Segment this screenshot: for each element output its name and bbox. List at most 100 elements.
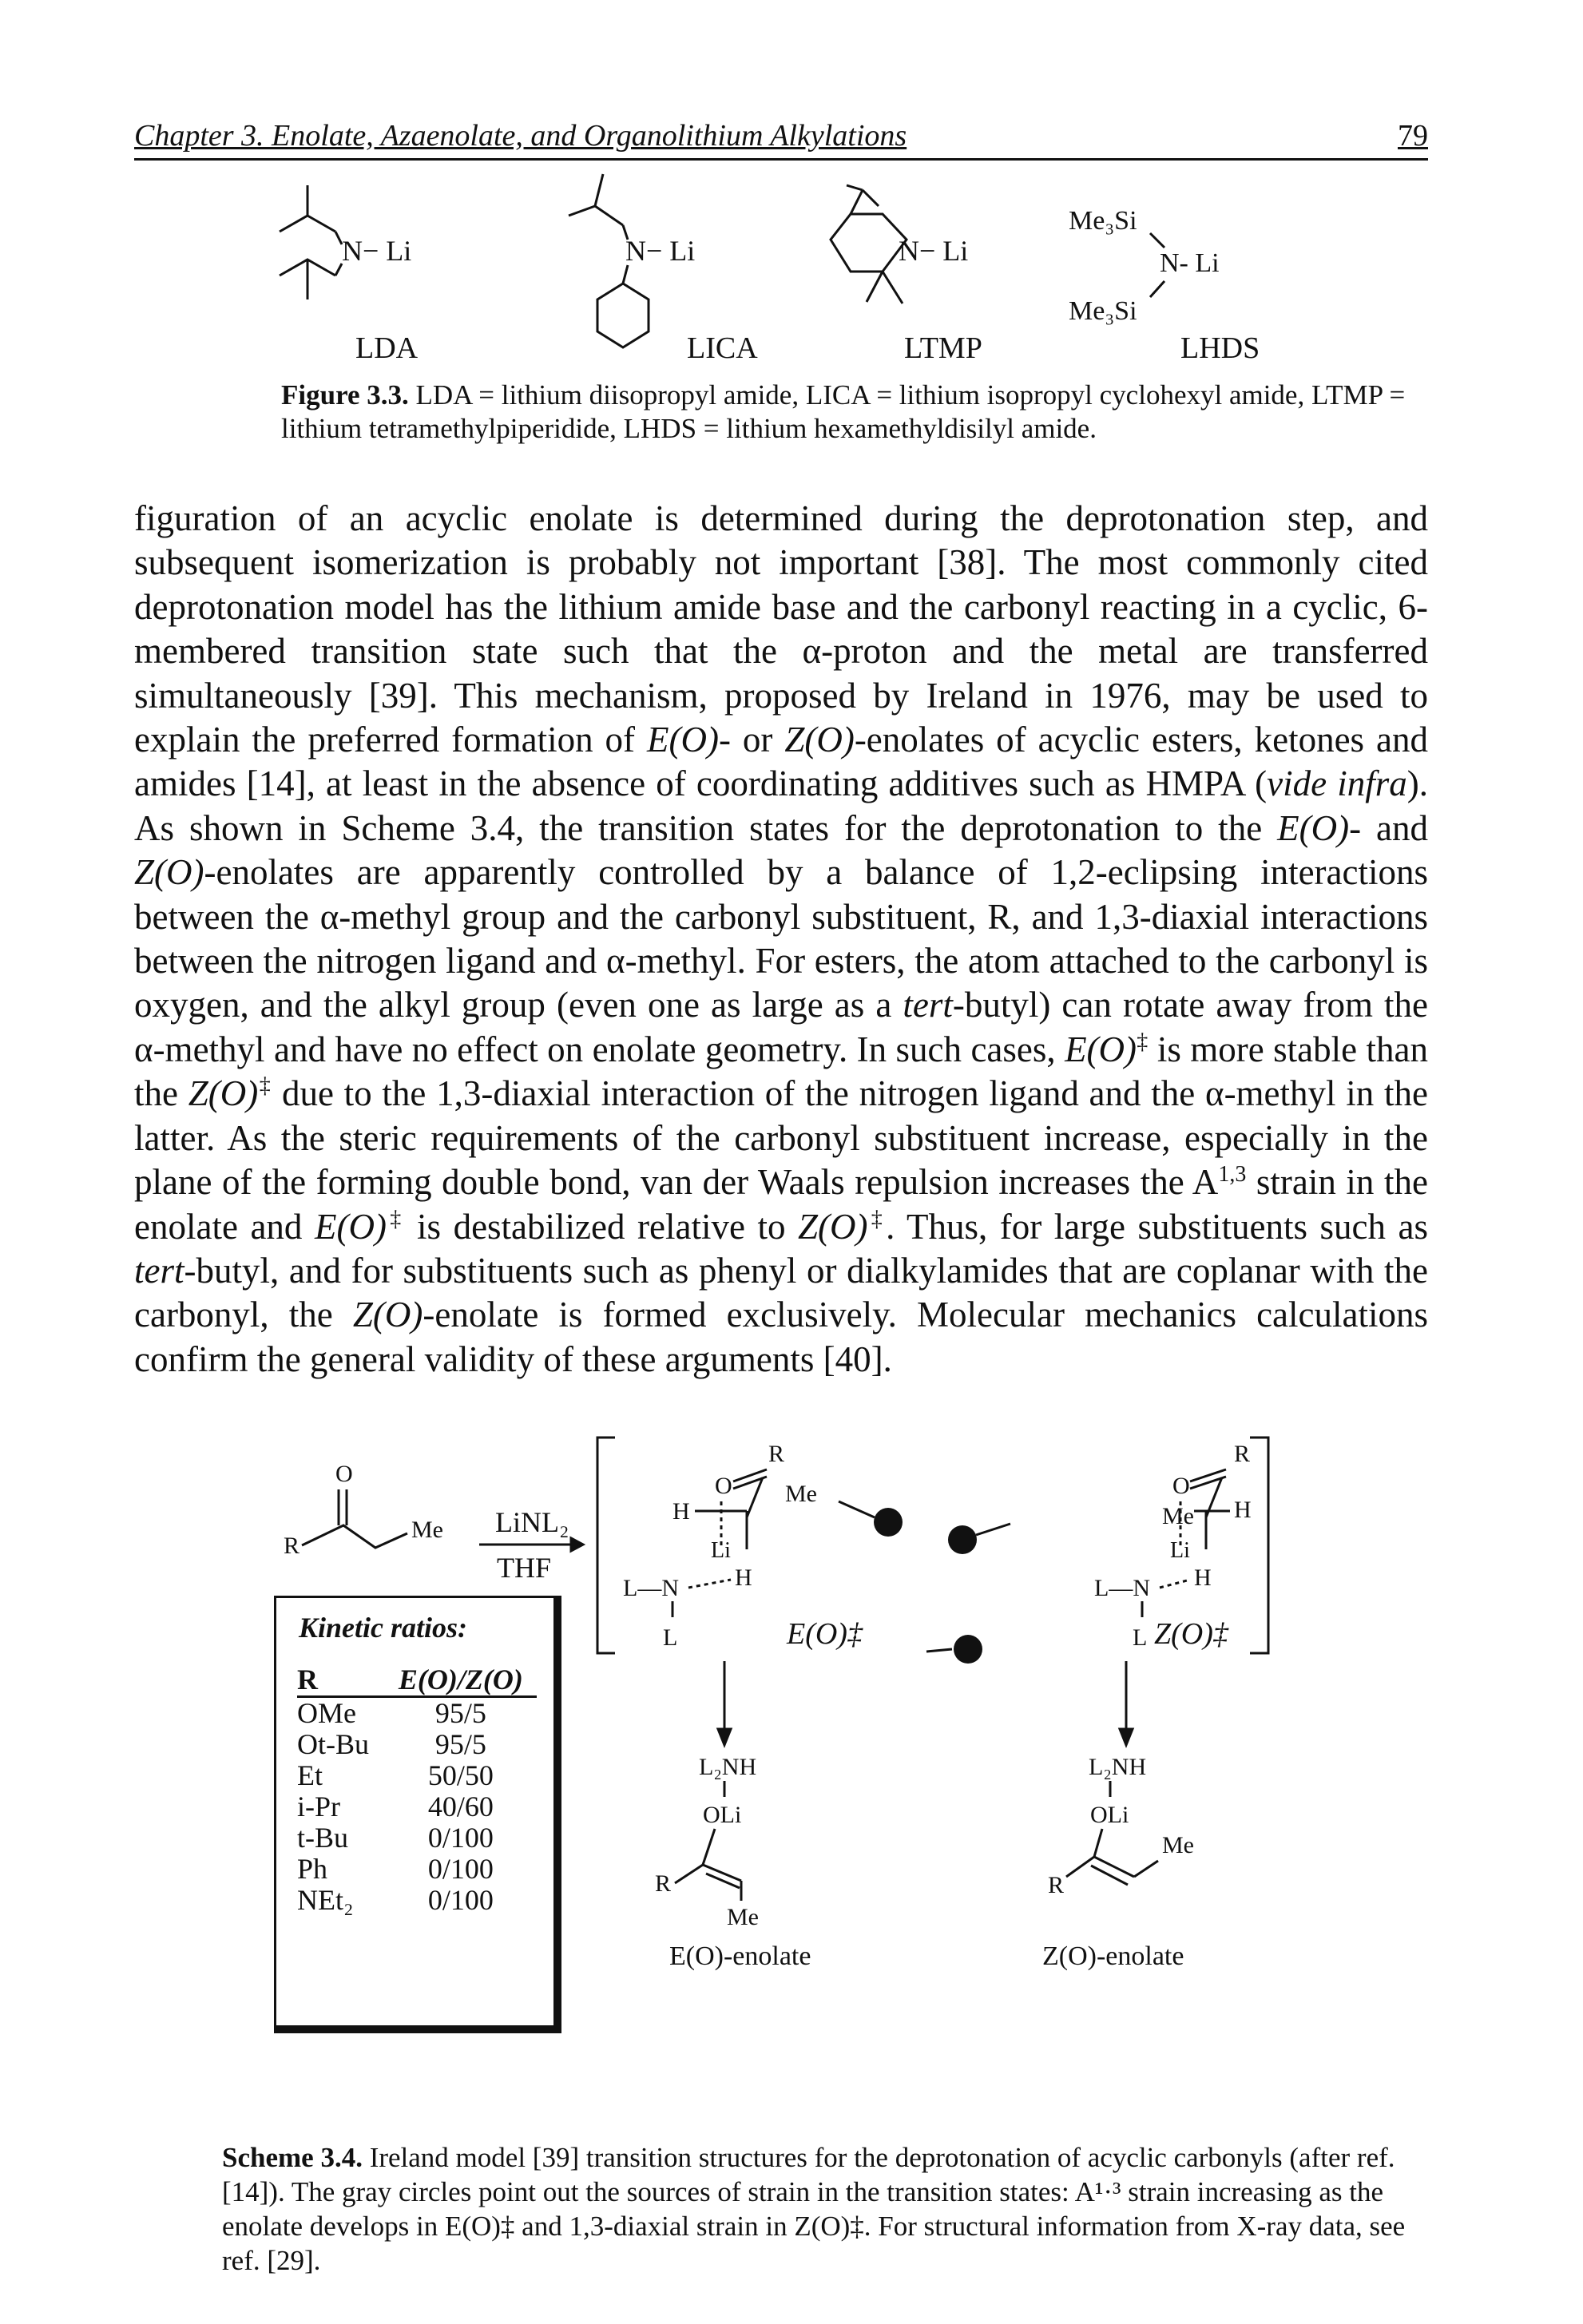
ts-z-l: L <box>1133 1624 1147 1651</box>
row-ratio: 50/50 <box>427 1759 494 1791</box>
row-substituent: Ot-Bu <box>297 1728 369 1760</box>
ts-z-label: Z(O)‡ <box>1154 1617 1229 1651</box>
ts-z-li: Li <box>1170 1538 1190 1563</box>
table-row: Ot-Bu 95/5 <box>297 1729 537 1760</box>
e-oli: OLi <box>703 1802 741 1828</box>
ts-z-h2: H <box>1194 1565 1212 1591</box>
e-r: R <box>655 1870 671 1897</box>
column-header-ratio: E(O)/Z(O) <box>384 1664 537 1698</box>
body-text-run: E(O) <box>1277 807 1350 848</box>
body-text-run: E(O) <box>1065 1029 1137 1069</box>
ts-e-h1: H <box>672 1498 690 1525</box>
reagent-arrow: LiNL₂ THF <box>479 1506 586 1584</box>
figure-3-3-caption-label: Figure 3.3. <box>281 379 409 410</box>
e-transition-state: O R Me H Li L—N H L E(O)‡ <box>623 1441 903 1651</box>
substrate-r-atom: R <box>284 1533 300 1559</box>
row-ratio: 0/100 <box>427 1884 494 1916</box>
scheme-3-4-caption: Scheme 3.4. Ireland model [39] transitio… <box>222 2140 1433 2278</box>
ts-e-li: Li <box>711 1538 731 1563</box>
body-text-run: is destabilized relative to <box>404 1206 798 1247</box>
strain-circle <box>948 1525 977 1554</box>
body-text-run: due to the 1,3-diaxial interaction of th… <box>134 1073 1428 1203</box>
ltmp-structure: N− Li LTMP <box>829 184 982 365</box>
z-transition-state: O R Me H Li L—N H L Z(O)‡ <box>948 1441 1252 1651</box>
body-text-run: -enolates of acyclic esters, ketones and… <box>134 720 1428 804</box>
ts-e-o: O <box>715 1473 732 1499</box>
body-text-run: vide infra <box>1267 763 1407 804</box>
row-substituent: Ph <box>297 1853 328 1885</box>
z-enolate-product: L₂NH OLi R Me Z(O)-enolate <box>1042 1661 1194 1971</box>
z-product-label: Z(O)-enolate <box>1042 1941 1184 1971</box>
reagent-bottom: THF <box>497 1552 551 1584</box>
z-r: R <box>1048 1872 1064 1898</box>
row-substituent: t-Bu <box>297 1822 349 1854</box>
body-text-run: Z(O) <box>188 1073 259 1114</box>
body-text-run: . Thus, for large substituents such as <box>886 1206 1429 1247</box>
table-row: t-Bu 0/100 <box>297 1822 537 1854</box>
lda-label: LDA <box>355 331 419 365</box>
body-text-run: -enolates are apparently controlled by a… <box>134 852 1428 1025</box>
table-row: OMe 95/5 <box>297 1697 537 1730</box>
dagger-mark: ‡ <box>1137 1029 1149 1054</box>
ts-e-r: R <box>768 1441 784 1467</box>
substrate-me-atom: Me <box>411 1517 443 1543</box>
row-ratio: 95/5 <box>434 1697 486 1729</box>
lda-atom: N− Li <box>342 235 411 267</box>
scheme-3-4-caption-label: Scheme 3.4. <box>222 2142 363 2173</box>
body-text-run: Z(O) <box>352 1295 423 1335</box>
reagent-top: LiNL₂ <box>495 1506 569 1538</box>
row-ratio: 95/5 <box>434 1728 486 1760</box>
lhds-silyl-top: Me₃Si <box>1069 206 1137 236</box>
e-l2nh: L₂NH <box>699 1754 756 1780</box>
ts-e-h2: H <box>735 1565 752 1591</box>
body-text-run: Z(O) <box>134 852 204 893</box>
lica-structure: N− Li LICA <box>568 173 758 365</box>
scheme-3-4-drawing: O R Me LiNL₂ THF O R Me H Li L—N H L E(O… <box>284 1436 1270 1971</box>
ts-e-l: L <box>663 1624 677 1651</box>
ts-z-me: Me <box>1162 1503 1194 1529</box>
body-text-run: Z(O) <box>784 720 855 760</box>
chapter-title: Chapter 3. Enolate, Azaenolate, and Orga… <box>134 119 907 153</box>
e-enolate-product: L₂NH OLi R Me E(O)-enolate <box>655 1661 811 1971</box>
dagger-mark: ‡ <box>386 1206 405 1231</box>
ts-e-me: Me <box>785 1481 817 1507</box>
body-text-run: - and <box>1349 807 1429 848</box>
lda-structure: N− Li LDA <box>279 185 419 365</box>
row-ratio: 0/100 <box>427 1853 494 1885</box>
ts-z-ln: L—N <box>1094 1575 1150 1601</box>
lhds-structure: Me₃Si N- Li Me₃Si LHDS <box>1069 206 1260 365</box>
body-text-run: strain in the enolate and <box>134 1162 1428 1247</box>
a13-superscript: 1,3 <box>1218 1162 1247 1188</box>
table-row: Ph 0/100 <box>297 1854 537 1885</box>
ltmp-atom: N− Li <box>899 235 968 267</box>
figure-3-3-caption-text: LDA = lithium diisopropyl amide, LICA = … <box>281 379 1406 444</box>
e-me: Me <box>727 1904 759 1930</box>
column-header-r: R <box>297 1664 385 1698</box>
lhds-silyl-bottom: Me₃Si <box>1069 296 1137 326</box>
body-text-run: ). As shown in Scheme 3.4, the transitio… <box>134 763 1428 848</box>
dagger-mark: ‡ <box>867 1206 887 1231</box>
row-substituent: NEt₂ <box>297 1884 354 1916</box>
z-l2nh: L₂NH <box>1089 1754 1146 1780</box>
row-substituent: i-Pr <box>297 1791 340 1822</box>
z-me: Me <box>1162 1832 1194 1858</box>
lhds-atom: N- Li <box>1160 248 1220 278</box>
lica-label: LICA <box>687 331 758 365</box>
body-text-run: - or <box>718 720 785 760</box>
strain-circle <box>954 1635 982 1664</box>
row-substituent: OMe <box>297 1697 356 1729</box>
right-bracket <box>1250 1436 1270 1655</box>
ltmp-label: LTMP <box>904 331 982 365</box>
substrate-carbonyl: O R Me <box>284 1461 443 1559</box>
lica-atom: N− Li <box>625 235 695 267</box>
body-text-run: E(O) <box>314 1206 387 1247</box>
page-number: 79 <box>1398 119 1428 153</box>
scheme-3-4-caption-text: Ireland model [39] transition structures… <box>222 2142 1406 2276</box>
body-text-run: E(O) <box>646 720 719 760</box>
lhds-label: LHDS <box>1180 331 1260 365</box>
row-ratio: 0/100 <box>427 1822 494 1854</box>
